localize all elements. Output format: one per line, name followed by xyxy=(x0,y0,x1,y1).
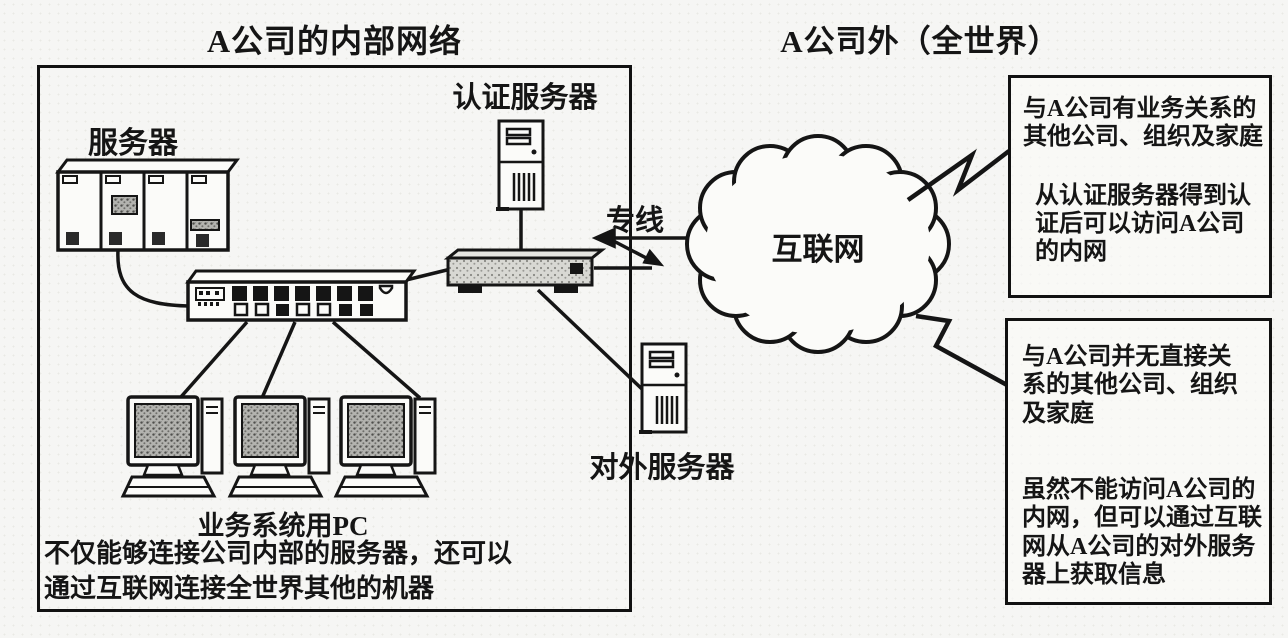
external-server-icon xyxy=(637,342,688,434)
pc-note-line2: 通过互联网连接全世界其他的机器 xyxy=(44,574,435,603)
others-box-body: 虽然不能访问A公司的内网，但可以通过互联网从A公司的对外服务器上获取信息 xyxy=(1022,476,1262,588)
external-server-label: 对外服务器 xyxy=(589,452,735,484)
pc-icon-3 xyxy=(334,395,437,498)
line-router-to-external-server xyxy=(536,288,645,392)
line-server-to-switch xyxy=(116,249,191,308)
bolt-to-partners-box xyxy=(906,148,1011,202)
others-box: 与A公司并无直接关系的其他公司、组织及家庭 虽然不能访问A公司的内网，但可以通过… xyxy=(1005,318,1272,605)
connection-lines xyxy=(116,210,652,400)
outside-world-title: A公司外（全世界） xyxy=(780,24,1060,59)
internet-label: 互联网 xyxy=(771,232,865,267)
pc-icon-2 xyxy=(228,395,331,498)
line-switch-to-router xyxy=(401,266,456,283)
router-icon xyxy=(443,248,607,293)
pc-note: 不仅能够连接公司内部的服务器，还可以 通过互联网连接全世界其他的机器 xyxy=(44,536,512,606)
pc-icon-1 xyxy=(121,395,224,498)
internal-network-box xyxy=(37,65,632,612)
line-switch-to-pc3 xyxy=(331,320,422,400)
server-rack-icon xyxy=(55,158,240,252)
partners-box-heading: 与A公司有业务关系的其他公司、组织及家庭 xyxy=(1023,96,1263,151)
partners-box: 与A公司有业务关系的其他公司、组织及家庭 从认证服务器得到认证后可以访问A公司的… xyxy=(1008,75,1272,298)
leased-line-label: 专线 xyxy=(605,205,664,237)
network-switch-icon xyxy=(185,269,417,322)
others-box-heading: 与A公司并无直接关系的其他公司、组织及家庭 xyxy=(1022,344,1238,427)
internet-cloud-icon xyxy=(685,134,951,354)
line-switch-to-pc1 xyxy=(178,320,249,400)
business-pc-label: 业务系统用PC xyxy=(197,511,369,541)
partners-box-body: 从认证服务器得到认证后可以访问A公司的内网 xyxy=(1035,182,1251,266)
leased-line-bolt xyxy=(591,227,689,267)
line-switch-to-pc2 xyxy=(260,321,297,399)
pc-note-line1: 不仅能够连接公司内部的服务器，还可以 xyxy=(44,539,513,568)
auth-server-icon xyxy=(494,119,545,211)
internal-network-title: A公司的内部网络 xyxy=(206,23,463,59)
bolt-to-others-box xyxy=(915,313,1009,387)
auth-server-label: 认证服务器 xyxy=(452,82,598,114)
server-label: 服务器 xyxy=(88,127,178,160)
